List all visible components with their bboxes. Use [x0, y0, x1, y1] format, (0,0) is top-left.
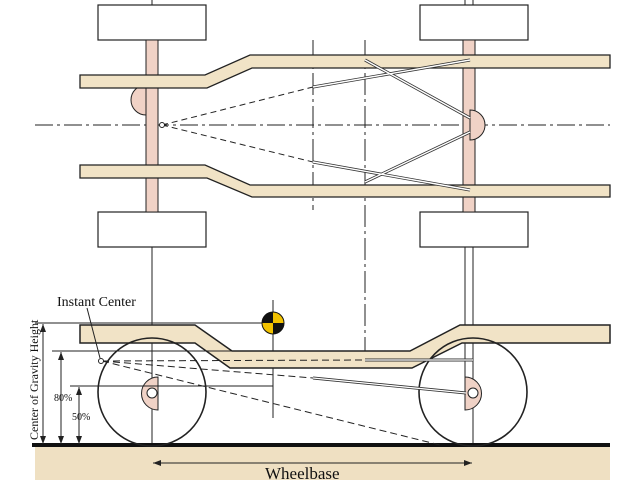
pct80-label: 80%	[54, 393, 72, 404]
side-frame-rail	[79, 324, 611, 369]
center-of-gravity-icon	[261, 311, 285, 335]
rear-wheel-side	[418, 337, 528, 447]
upper-frame-rail	[79, 54, 611, 89]
lower-frame-rail	[79, 164, 611, 198]
instant-center-point	[98, 358, 104, 364]
anti-squat-line	[101, 360, 441, 446]
front-left-tire	[97, 4, 207, 41]
rear-left-tire	[419, 4, 529, 41]
front-wheel-side	[97, 337, 207, 447]
ic-projection-top-2	[161, 124, 314, 163]
front-axle-center	[146, 387, 158, 399]
instant-center-point-top	[159, 122, 165, 128]
pct50-label: 50%	[72, 412, 90, 423]
instant-center-label: Instant Center	[57, 295, 136, 310]
front-axle	[145, 39, 159, 213]
ic-line-lower	[101, 360, 314, 379]
cg-height-label: Center of Gravity Height	[27, 319, 41, 440]
ic-projection-top-1	[161, 86, 314, 126]
rear-right-tire	[419, 211, 529, 248]
instant-center-leader	[86, 307, 101, 359]
rear-axle-center	[467, 387, 479, 399]
wheelbase-label: Wheelbase	[265, 464, 340, 480]
rear-differential	[469, 109, 486, 141]
front-steering-box	[130, 84, 147, 116]
front-right-tire	[97, 211, 207, 248]
